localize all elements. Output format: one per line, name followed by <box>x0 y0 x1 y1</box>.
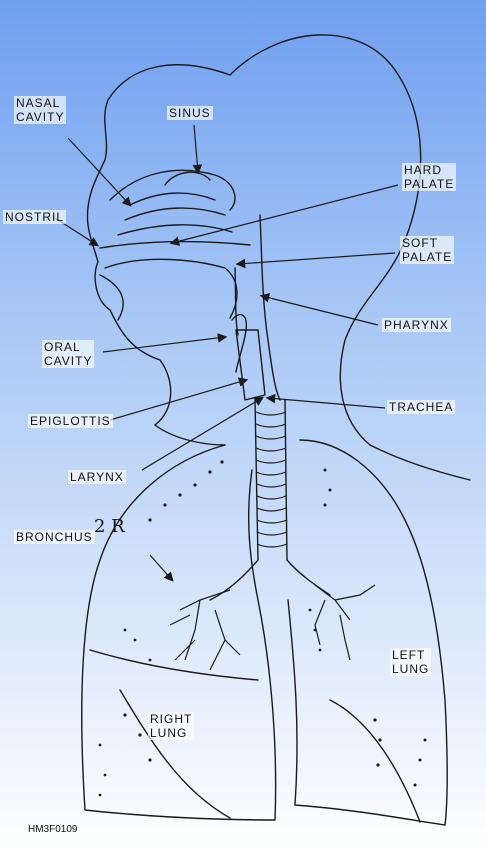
label-left-lung: LEFT LUNG <box>390 648 432 676</box>
larynx-shape <box>235 329 266 401</box>
pharynx-back <box>259 214 281 401</box>
left-fissure <box>329 699 421 823</box>
hard-palate-line-1: HARD <box>404 163 443 177</box>
leader-lines <box>54 124 399 582</box>
mouth-line <box>99 274 124 321</box>
sinus-shape <box>164 171 211 186</box>
label-soft-palate: SOFT PALATE <box>400 236 455 264</box>
annotation-text: 2 R <box>94 516 125 537</box>
label-larynx: LARYNX <box>68 470 126 484</box>
turbinate-1 <box>129 192 216 206</box>
shoulder-line <box>369 444 471 481</box>
label-right-lung: RIGHT LUNG <box>148 712 195 740</box>
right-lung-line-1: RIGHT <box>150 712 193 726</box>
label-trachea: TRACHEA <box>387 400 456 414</box>
label-epiglottis: EPIGLOTTIS <box>28 414 113 428</box>
oral-cavity-line-1: ORAL <box>44 340 81 354</box>
right-bronchus <box>209 559 259 601</box>
nasal-cavity-line-1: NASAL <box>16 96 61 110</box>
right-fissure-2 <box>119 689 231 819</box>
nasal-cavity-line-2: CAVITY <box>16 110 65 124</box>
figure-code: HM3F0109 <box>28 824 78 835</box>
turbinate-2 <box>124 207 226 221</box>
label-hard-palate: HARD PALATE <box>402 163 457 191</box>
hard-palate-line-2: PALATE <box>404 177 455 191</box>
left-lung-line-1: LEFT <box>392 648 426 662</box>
right-lung-outline <box>81 444 277 821</box>
left-lung-outline <box>287 439 448 826</box>
right-fissure-1 <box>89 649 259 681</box>
epiglottis-shape <box>231 313 247 373</box>
soft-palate-line-2: PALATE <box>402 250 453 264</box>
soft-palate-line-1: SOFT <box>402 236 438 250</box>
bronchial-tree <box>169 584 376 671</box>
right-lung-line-2: LUNG <box>150 726 188 740</box>
label-sinus: SINUS <box>167 106 213 120</box>
turbinate-3 <box>117 224 233 236</box>
tongue <box>104 258 238 319</box>
trachea-left <box>254 399 259 561</box>
oral-cavity-line-2: CAVITY <box>44 354 93 368</box>
trachea-rings <box>255 411 288 548</box>
trachea-right <box>284 399 288 561</box>
label-pharynx: PHARYNX <box>382 318 451 332</box>
label-oral-cavity: ORAL CAVITY <box>42 340 95 368</box>
left-lung-line-2: LUNG <box>392 662 430 676</box>
alveoli-dots <box>98 460 427 797</box>
head-outline <box>229 34 422 446</box>
label-nasal-cavity: NASAL CAVITY <box>14 96 67 124</box>
left-bronchus <box>286 559 331 596</box>
nasal-contour <box>109 169 236 211</box>
label-bronchus: BRONCHUS <box>14 530 95 544</box>
neck-line <box>154 424 226 446</box>
label-nostril: NOSTRIL <box>3 210 67 224</box>
face-profile <box>86 64 231 426</box>
